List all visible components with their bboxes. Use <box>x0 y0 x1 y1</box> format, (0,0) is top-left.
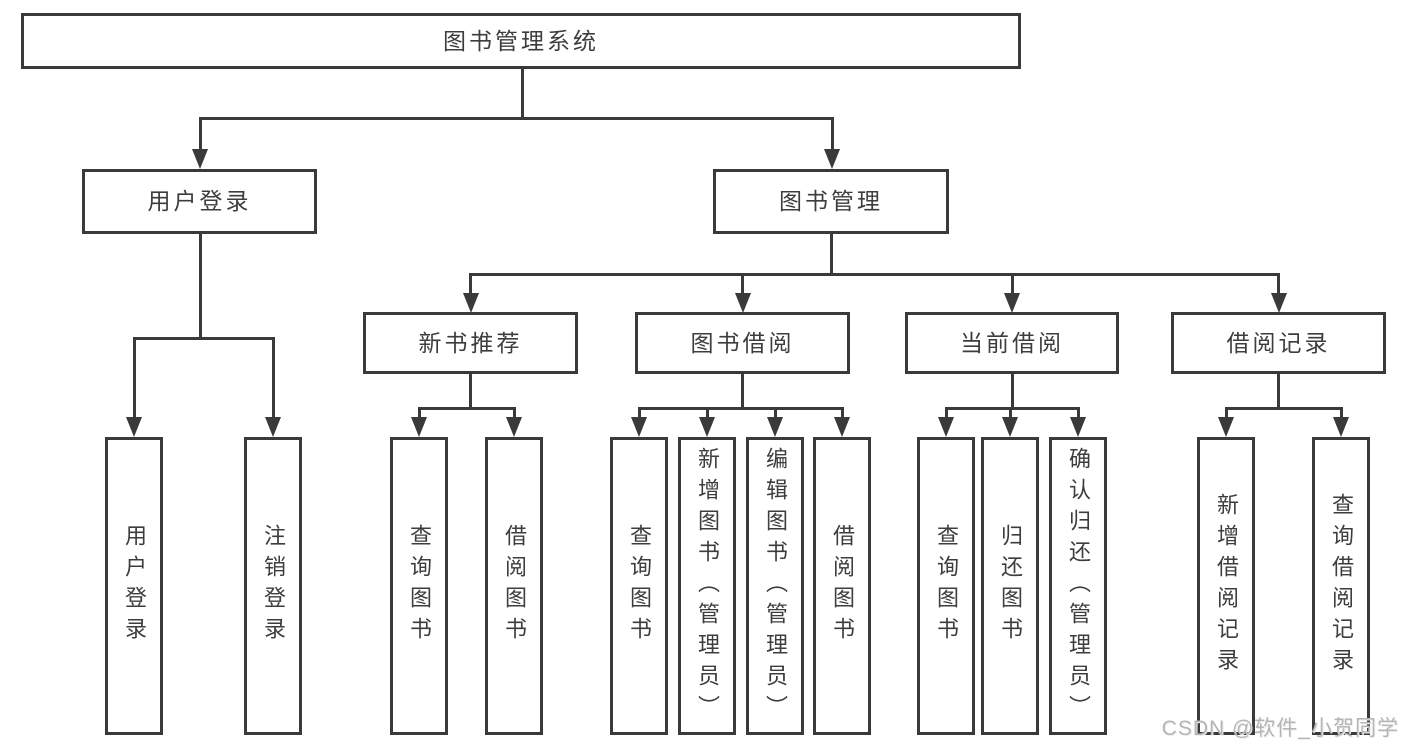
leaf-query-books-recommend: 查询图书 <box>390 437 448 735</box>
connector-arrow-to-leaf-logout <box>265 337 281 437</box>
connector-arrow <box>1070 407 1086 437</box>
leaf-query-borrow-record: 查询借阅记录 <box>1312 437 1370 735</box>
connector-arrow <box>699 407 715 437</box>
connector-root-branch <box>198 117 834 120</box>
connector-user-login-stem <box>198 234 202 337</box>
node-library-system: 图书管理系统 <box>21 13 1021 69</box>
leaf-return-books-label: 归还图书 <box>998 524 1023 648</box>
leaf-add-borrow-record-label: 新增借阅记录 <box>1214 493 1239 679</box>
connector-borrow-records-stem <box>1277 374 1280 407</box>
node-new-book-recommend-label: 新书推荐 <box>418 329 523 356</box>
leaf-borrow-books: 借阅图书 <box>813 437 871 735</box>
leaf-edit-books-admin: 编辑图书（管理员） <box>746 437 804 735</box>
node-book-management-label: 图书管理 <box>779 188 883 214</box>
node-new-book-recommend: 新书推荐 <box>363 312 578 374</box>
leaf-confirm-return-admin: 确认归还（管理员） <box>1049 437 1107 735</box>
leaf-borrow-books-recommend-label: 借阅图书 <box>502 524 527 648</box>
connector-new-book-recommend-stem <box>469 374 472 407</box>
node-book-management: 图书管理 <box>713 169 949 234</box>
connector-arrow-to-book-management <box>824 117 840 169</box>
leaf-edit-books-admin-label: 编辑图书（管理员） <box>763 446 788 726</box>
connector-arrow-to-new-book-recommend <box>462 273 479 313</box>
connector-arrow-to-leaf-user-login <box>126 337 142 437</box>
connector-arrow <box>767 407 783 437</box>
leaf-return-books: 归还图书 <box>981 437 1039 735</box>
connector-arrow <box>1218 407 1234 437</box>
connector-arrow-to-book-borrow <box>734 273 751 313</box>
leaf-borrow-books-recommend: 借阅图书 <box>485 437 543 735</box>
connector-book-management-stem <box>829 234 833 273</box>
node-book-borrow-label: 图书借阅 <box>690 329 795 356</box>
node-current-borrow: 当前借阅 <box>905 312 1119 374</box>
watermark: CSDN @软件_小贺同学 <box>1161 717 1399 740</box>
leaf-query-books-recommend-label: 查询图书 <box>407 524 432 648</box>
node-user-login: 用户登录 <box>82 169 317 234</box>
connector-arrow <box>1002 407 1018 437</box>
leaf-confirm-return-admin-label: 确认归还（管理员） <box>1066 446 1091 726</box>
leaf-logout-label: 注销登录 <box>261 524 286 648</box>
node-borrow-records-label: 借阅记录 <box>1226 329 1331 356</box>
node-library-system-label: 图书管理系统 <box>443 27 599 54</box>
connector-book-management-branch <box>469 273 1280 276</box>
connector-arrow-to-borrow-records <box>1270 273 1287 313</box>
node-borrow-records: 借阅记录 <box>1171 312 1386 374</box>
connector-book-borrow-branch <box>637 407 843 410</box>
connector-new-book-recommend-branch <box>417 407 516 410</box>
connector-current-borrow-stem <box>1010 374 1014 407</box>
leaf-query-books-current: 查询图书 <box>917 437 975 735</box>
connector-arrow <box>834 407 850 437</box>
leaf-add-books-admin-label: 新增图书（管理员） <box>695 446 720 726</box>
connector-arrow-to-user-login <box>192 117 208 169</box>
connector-arrow-to-current-borrow <box>1004 273 1020 313</box>
leaf-user-login: 用户登录 <box>105 437 163 735</box>
leaf-add-books-admin: 新增图书（管理员） <box>678 437 736 735</box>
leaf-query-borrow-record-label: 查询借阅记录 <box>1329 493 1354 679</box>
leaf-logout: 注销登录 <box>244 437 302 735</box>
node-current-borrow-label: 当前借阅 <box>960 329 1064 356</box>
leaf-query-books-current-label: 查询图书 <box>934 524 959 648</box>
leaf-borrow-books-label: 借阅图书 <box>830 524 855 648</box>
connector-arrow <box>631 407 647 437</box>
node-book-borrow: 图书借阅 <box>635 312 850 374</box>
connector-root-trunk <box>520 69 524 117</box>
leaf-query-books-borrow-label: 查询图书 <box>627 524 652 648</box>
connector-arrow <box>411 407 427 437</box>
connector-book-borrow-stem <box>741 374 744 407</box>
connector-arrow <box>1333 407 1349 437</box>
connector-arrow <box>506 407 522 437</box>
leaf-user-login-label: 用户登录 <box>122 524 147 648</box>
leaf-query-books-borrow: 查询图书 <box>610 437 668 735</box>
node-user-login-label: 用户登录 <box>147 188 252 214</box>
leaf-add-borrow-record: 新增借阅记录 <box>1197 437 1255 735</box>
connector-arrow <box>938 407 954 437</box>
connector-current-borrow-branch <box>944 407 1079 410</box>
connector-user-login-branch <box>132 337 275 340</box>
connector-borrow-records-branch <box>1224 407 1343 410</box>
